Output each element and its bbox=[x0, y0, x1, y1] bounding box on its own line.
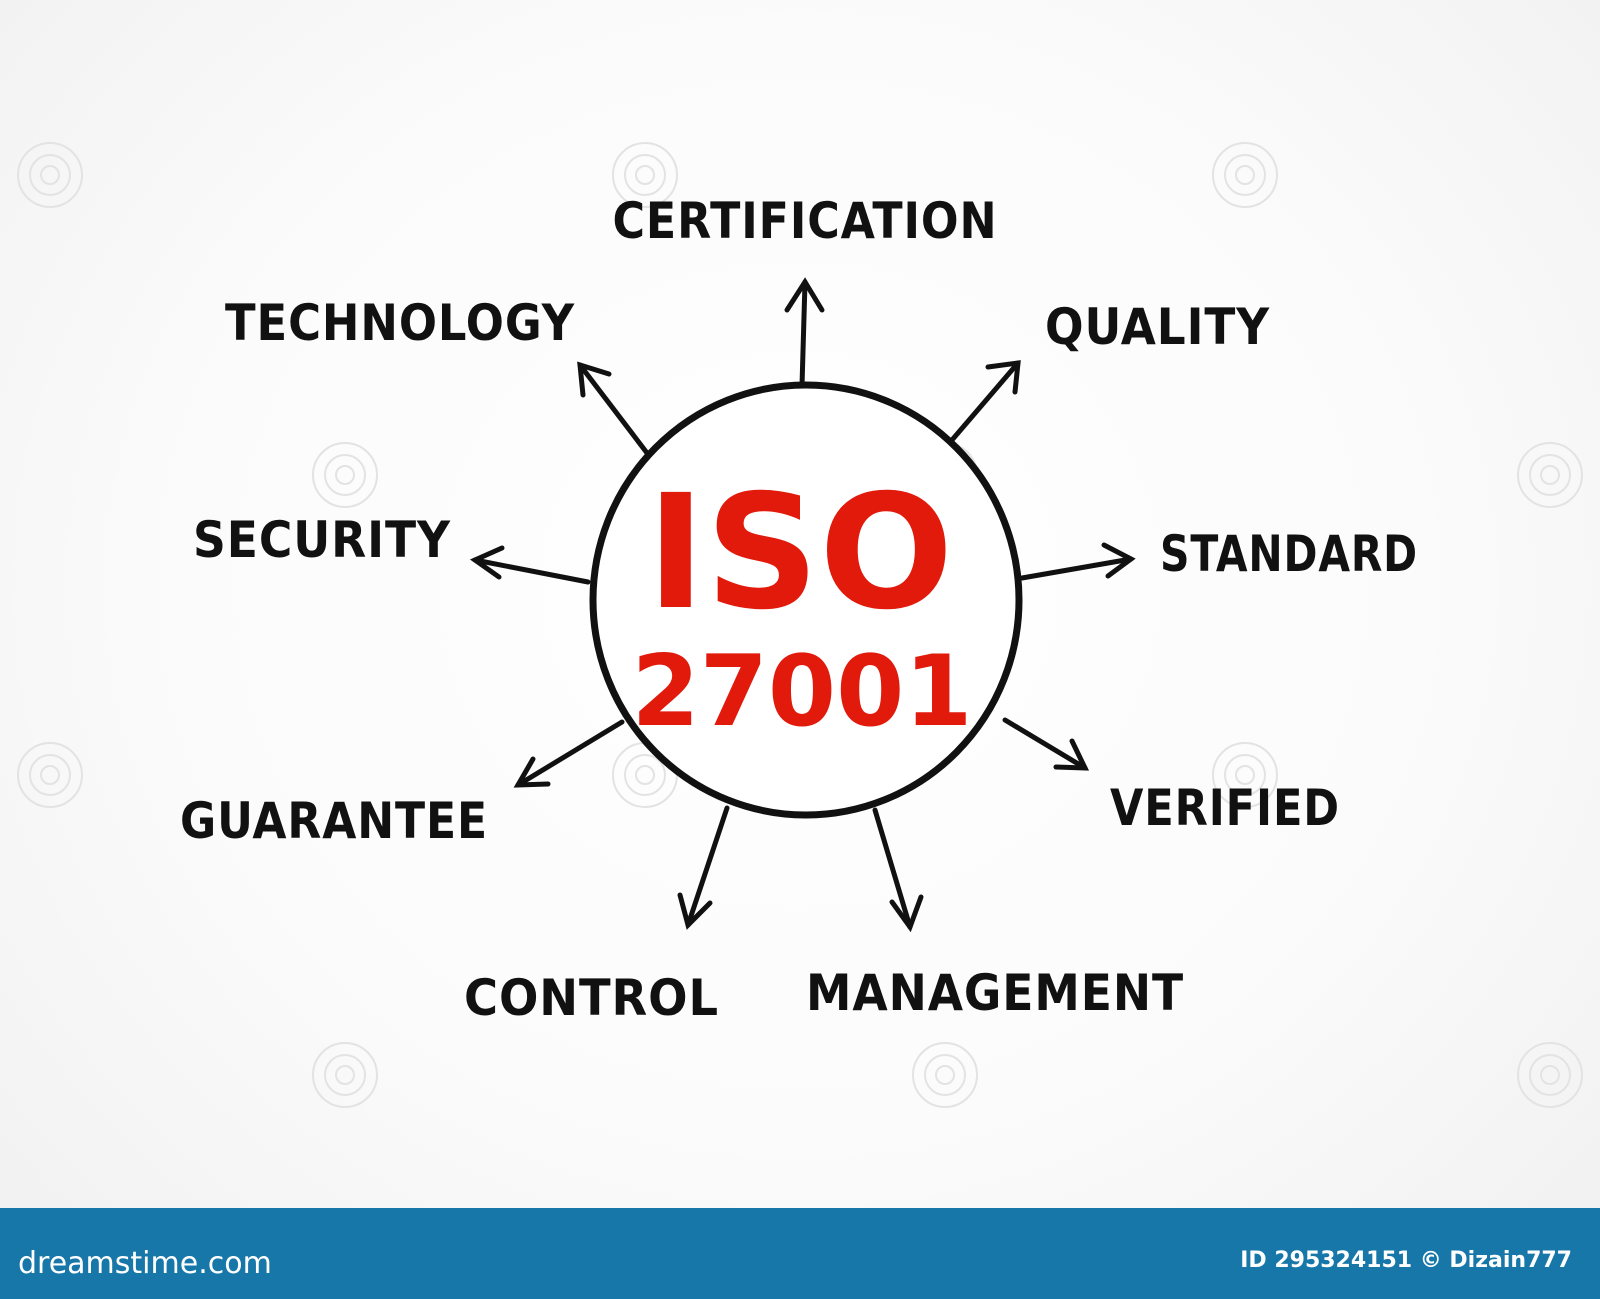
arrow-management bbox=[872, 807, 924, 933]
arrow-verified bbox=[1002, 717, 1090, 771]
center-title: ISO bbox=[647, 461, 954, 645]
footer-credit: ID 295324151 © Dizain777 bbox=[1240, 1248, 1572, 1273]
label-quality: QUALITY bbox=[1045, 298, 1270, 356]
arrow-certification bbox=[784, 277, 825, 389]
label-guarantee: GUARANTEE bbox=[180, 792, 488, 850]
arrow-technology bbox=[577, 361, 650, 456]
label-management: MANAGEMENT bbox=[806, 964, 1184, 1022]
footer-bar: dreamstime.com ID 295324151 © Dizain777 bbox=[0, 1208, 1600, 1299]
footer-site-logo: dreamstime.com bbox=[18, 1246, 272, 1281]
label-technology: TECHNOLOGY bbox=[225, 294, 575, 352]
label-security: SECURITY bbox=[193, 511, 451, 569]
arrow-quality bbox=[949, 360, 1021, 443]
arrow-security bbox=[469, 545, 591, 585]
center-circle bbox=[589, 381, 1023, 819]
arrow-standard bbox=[1019, 542, 1136, 581]
label-control: CONTROL bbox=[464, 969, 719, 1027]
center-subtitle: 27001 bbox=[632, 635, 973, 749]
arrow-control bbox=[677, 805, 730, 930]
label-certification: CERTIFICATION bbox=[613, 192, 998, 250]
label-verified: VERIFIED bbox=[1110, 779, 1340, 837]
arrow-guarantee bbox=[513, 719, 625, 788]
label-standard: STANDARD bbox=[1160, 525, 1418, 583]
